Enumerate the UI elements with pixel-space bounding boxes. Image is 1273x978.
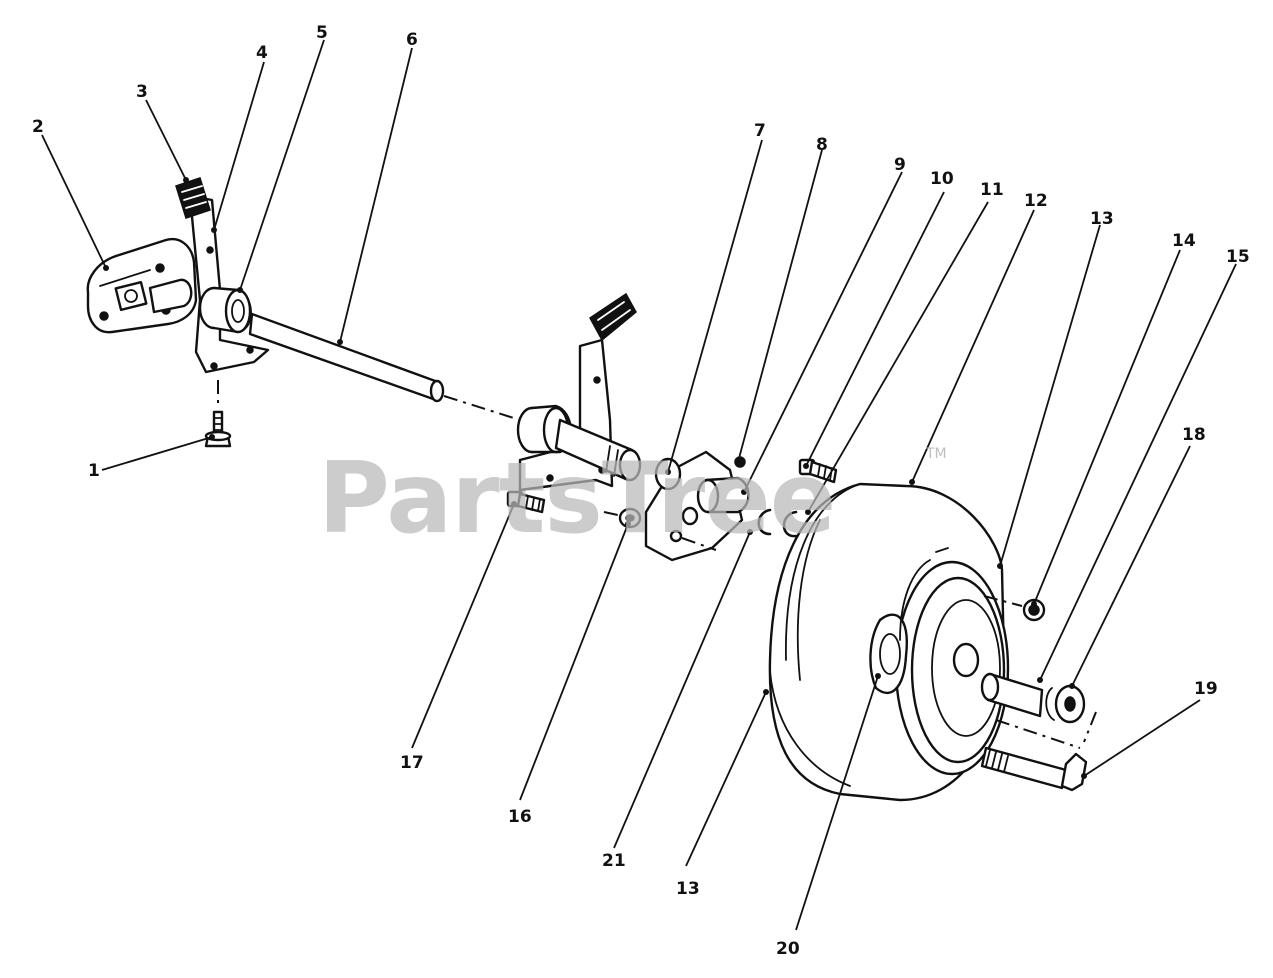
- callout-16: 16: [508, 807, 532, 827]
- callout-7: 7: [754, 121, 766, 141]
- left-collar: [198, 286, 252, 334]
- callout-13-bottom: 13: [676, 879, 700, 899]
- spindle-plate: [644, 450, 750, 562]
- callout-15: 15: [1226, 247, 1250, 267]
- callout-14: 14: [1172, 231, 1196, 251]
- callout-8: 8: [816, 135, 828, 155]
- callout-10: 10: [930, 169, 954, 189]
- callout-18: 18: [1182, 425, 1206, 445]
- axle-shaft: [248, 312, 521, 421]
- callout-5: 5: [316, 23, 328, 43]
- callout-19: 19: [1194, 679, 1218, 699]
- leader-dots: [103, 177, 1087, 779]
- callout-11: 11: [980, 180, 1004, 200]
- wheel-assembly: [768, 482, 1010, 802]
- callout-numbers: 1 2 3 4 5 6 7 8 9 10 11 12 13 14 15 16 1…: [32, 23, 1250, 959]
- right-height-lever: [516, 292, 642, 492]
- spacer-and-washer: [980, 672, 1097, 749]
- callout-4: 4: [256, 43, 268, 63]
- callout-13-top: 13: [1090, 209, 1114, 229]
- wheel-bolt: [980, 746, 1088, 792]
- callout-17: 17: [400, 753, 424, 773]
- callout-20: 20: [776, 939, 800, 959]
- callout-2: 2: [32, 117, 44, 137]
- nut-16: [603, 507, 642, 529]
- watermark-text: PartsTree: [318, 442, 835, 556]
- leader-lines: [41, 39, 1237, 931]
- callout-21: 21: [602, 851, 626, 871]
- callout-6: 6: [406, 30, 418, 50]
- callout-3: 3: [136, 82, 148, 102]
- watermark-trademark: TM: [925, 446, 947, 462]
- left-bearing-bracket: [86, 237, 198, 334]
- callout-1: 1: [88, 461, 100, 481]
- callout-12: 12: [1024, 191, 1048, 211]
- callout-9: 9: [894, 155, 906, 175]
